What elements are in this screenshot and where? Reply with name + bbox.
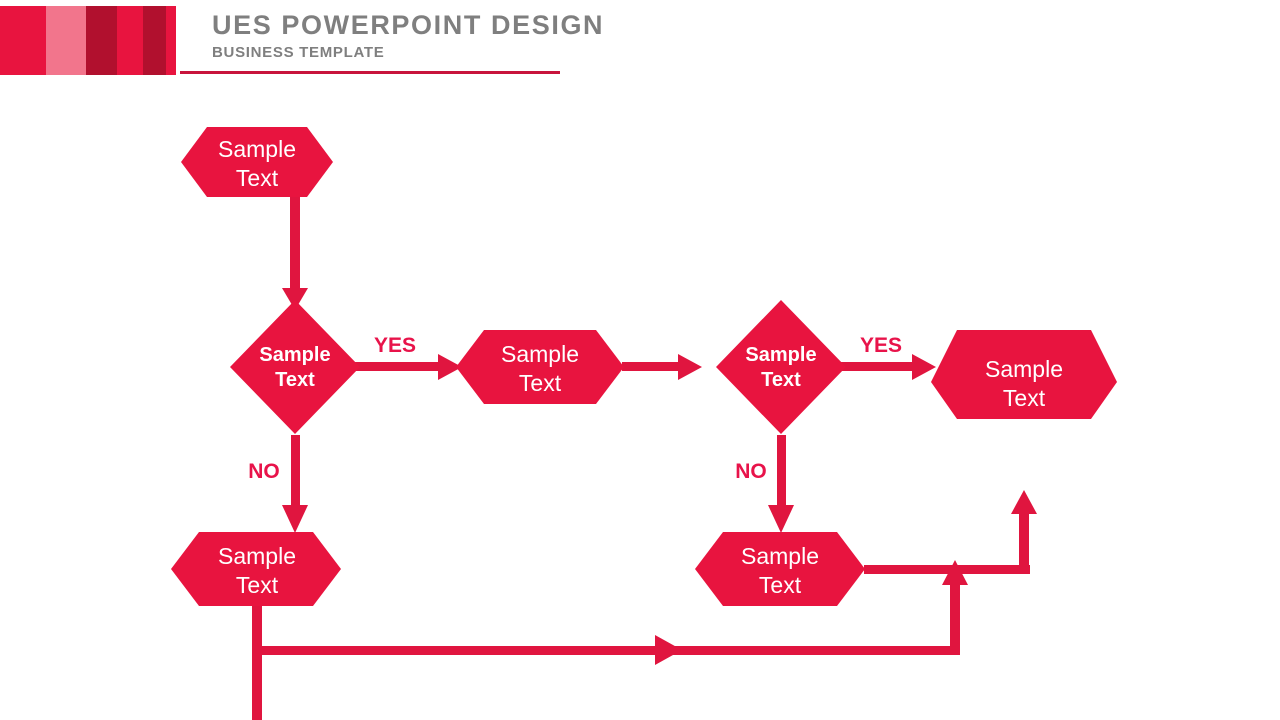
node-no-path-2-line1: Sample <box>741 543 819 569</box>
node-process-1-line2: Text <box>519 370 562 396</box>
hexagon-shape <box>695 532 865 606</box>
node-no-path-2-line2: Text <box>759 572 802 598</box>
connector-no-path-2-to-result-1 <box>864 490 1037 574</box>
connector-start-to-decision-1 <box>282 194 308 310</box>
node-start[interactable]: Sample Text <box>181 127 333 197</box>
hexagon-shape <box>171 532 341 606</box>
diamond-shape <box>230 300 360 434</box>
connector-decision-2-to-no-path-2 <box>768 435 794 533</box>
node-result-1[interactable]: Sample Text <box>931 330 1117 419</box>
node-result-1-line2: Text <box>1003 385 1046 411</box>
diamond-shape <box>716 300 846 434</box>
hexagon-shape <box>181 127 333 197</box>
edge-label-no-1: NO <box>248 460 280 483</box>
connector-decision-2-to-result-1 <box>840 354 936 380</box>
edge-label-no-2: NO <box>735 460 767 483</box>
brand-stripes <box>0 6 176 75</box>
node-no-path-2[interactable]: Sample Text <box>695 532 865 606</box>
node-start-line1: Sample <box>218 136 296 162</box>
stripe-5 <box>143 6 166 75</box>
node-process-1[interactable]: Sample Text <box>456 330 624 404</box>
edge-label-yes-2: YES <box>860 334 902 357</box>
node-result-1-line1: Sample <box>985 356 1063 382</box>
node-decision-2[interactable]: Sample Text <box>716 300 846 434</box>
page-title: UES POWERPOINT DESIGN <box>212 10 605 40</box>
stripe-6 <box>166 6 176 75</box>
node-decision-2-line2: Text <box>761 369 801 391</box>
connector-process-1-to-decision-2 <box>622 354 702 380</box>
stripe-4 <box>117 6 143 75</box>
flowchart-canvas: Sample Text Sample Text Sample Text Samp… <box>0 90 1280 720</box>
node-decision-1[interactable]: Sample Text <box>230 300 360 434</box>
connector-no-path-1-loop-to-result <box>252 560 968 720</box>
header-divider <box>180 71 560 74</box>
connector-decision-1-to-process-1 <box>355 354 462 380</box>
node-no-path-1-line2: Text <box>236 572 279 598</box>
hexagon-shape <box>931 330 1117 419</box>
node-decision-2-line1: Sample <box>745 344 816 366</box>
edge-label-yes-1: YES <box>374 334 416 357</box>
stripe-1 <box>0 6 46 75</box>
slide-header: UES POWERPOINT DESIGN BUSINESS TEMPLATE <box>0 0 1280 90</box>
hexagon-shape <box>456 330 624 404</box>
connector-decision-1-to-no-path-1 <box>282 435 308 533</box>
stripe-2 <box>46 6 86 75</box>
node-no-path-1-line1: Sample <box>218 543 296 569</box>
node-start-line2: Text <box>236 165 279 191</box>
node-decision-1-line2: Text <box>275 369 315 391</box>
page-subtitle: BUSINESS TEMPLATE <box>212 44 385 61</box>
node-process-1-line1: Sample <box>501 341 579 367</box>
connectors <box>252 194 1037 720</box>
header-text-block: UES POWERPOINT DESIGN BUSINESS TEMPLATE <box>212 8 604 64</box>
node-decision-1-line1: Sample <box>259 344 330 366</box>
stripe-3 <box>86 6 117 75</box>
node-no-path-1[interactable]: Sample Text <box>171 532 341 606</box>
